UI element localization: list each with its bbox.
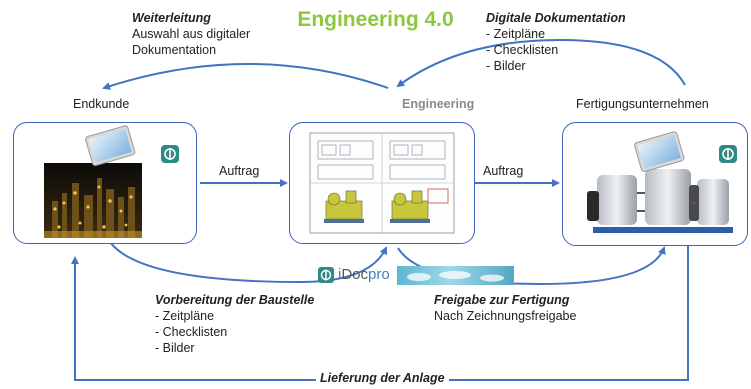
tablet-icon bbox=[634, 131, 685, 172]
list-item: - Zeitpläne bbox=[155, 309, 215, 323]
node-fertigungsunternehmen bbox=[562, 122, 748, 246]
digitale-dokumentation-block: Digitale Dokumentation - Zeitpläne - Che… bbox=[486, 10, 626, 74]
machinery-image bbox=[587, 131, 733, 233]
idocpro-wordmark: iDocpro bbox=[338, 266, 390, 283]
idocpro-logo-icon bbox=[318, 267, 334, 283]
list-item: - Checklisten bbox=[486, 43, 559, 57]
list-item: - Zeitpläne bbox=[486, 27, 546, 41]
vorbereitung-heading: Vorbereitung der Baustelle bbox=[155, 293, 315, 307]
vorbereitung-block: Vorbereitung der Baustelle - Zeitpläne -… bbox=[155, 292, 314, 356]
weiterleitung-block: Weiterleitung Auswahl aus digitaler Doku… bbox=[132, 10, 250, 58]
arrow-digitale-dokumentation bbox=[396, 38, 686, 88]
weiterleitung-line: Dokumentation bbox=[132, 43, 217, 57]
list-item: - Checklisten bbox=[155, 325, 228, 339]
node-engineering bbox=[289, 122, 475, 244]
lieferung-label: Lieferung der Anlage bbox=[316, 370, 449, 386]
endkunde-label: Endkunde bbox=[73, 97, 130, 111]
weiterleitung-line: Auswahl aus digitaler bbox=[132, 27, 251, 41]
idocpro-badge-icon bbox=[719, 145, 737, 163]
arrow-vorbereitung bbox=[109, 241, 388, 284]
page-title: Engineering 4.0 bbox=[297, 8, 454, 31]
engineering-label: Engineering bbox=[402, 97, 475, 111]
idocpro-logo: iDocpro bbox=[318, 266, 514, 286]
machine-3d-model bbox=[325, 190, 429, 220]
freigabe-block: Freigabe zur Fertigung Nach Zeichnungsfr… bbox=[434, 292, 576, 324]
freigabe-heading: Freigabe zur Fertigung bbox=[434, 293, 570, 307]
idocpro-badge-icon bbox=[161, 145, 179, 163]
auftrag-left-label: Auftrag bbox=[219, 164, 260, 178]
node-endkunde bbox=[13, 122, 197, 244]
technical-drawing-image bbox=[309, 132, 455, 234]
freigabe-line: Nach Zeichnungsfreigabe bbox=[434, 309, 577, 323]
auftrag-right-label: Auftrag bbox=[483, 164, 524, 178]
arrow-weiterleitung bbox=[102, 63, 389, 90]
refinery-image bbox=[44, 125, 142, 238]
cloud-banner bbox=[397, 266, 514, 285]
fertigung-label: Fertigungsunternehmen bbox=[576, 97, 709, 111]
digitale-dokumentation-heading: Digitale Dokumentation bbox=[486, 11, 626, 25]
list-item: - Bilder bbox=[486, 59, 526, 73]
tablet-icon bbox=[85, 125, 136, 166]
list-item: - Bilder bbox=[155, 341, 195, 355]
weiterleitung-heading: Weiterleitung bbox=[132, 11, 211, 25]
